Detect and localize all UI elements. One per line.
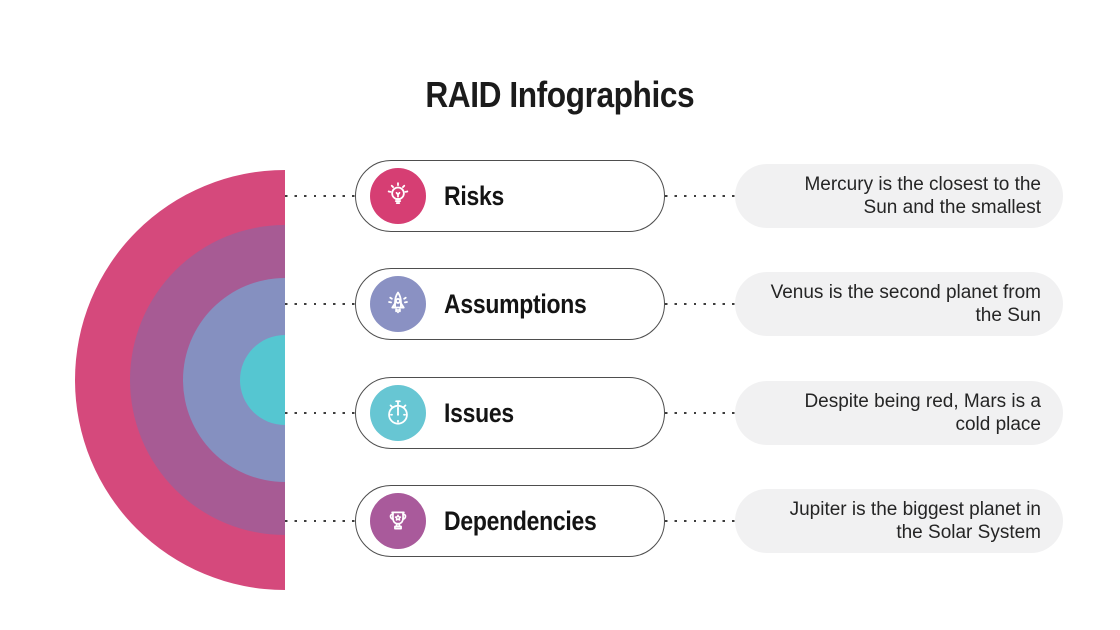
connector-dots: [665, 519, 735, 523]
issues-icon-badge: [370, 385, 426, 441]
risks-description-bubble: Mercury is the closest to the Sun and th…: [735, 164, 1063, 228]
risks-description: Mercury is the closest to the Sun and th…: [804, 174, 1041, 218]
dependencies-description: Jupiter is the biggest planet in the Sol…: [789, 499, 1041, 543]
connector-dots: [665, 411, 735, 415]
connector-dots: [665, 302, 735, 306]
assumptions-icon-badge: [370, 276, 426, 332]
connector-dots: [285, 411, 355, 415]
issues-label: Issues: [444, 397, 514, 428]
stopwatch-icon: [388, 400, 408, 425]
connector-dots: [665, 194, 735, 198]
dependencies-description-bubble: Jupiter is the biggest planet in the Sol…: [735, 489, 1063, 553]
risks-icon-badge: [370, 168, 426, 224]
assumptions-label: Assumptions: [444, 288, 587, 319]
dependencies-pill: Dependencies: [355, 485, 665, 557]
issues-pill: Issues: [355, 377, 665, 449]
issues-description: Despite being red, Mars is a cold place: [804, 391, 1041, 435]
raid-row-issues: Issues Despite being red, Mars is a cold…: [285, 377, 1063, 449]
raid-row-assumptions: Assumptions Venus is the second planet f…: [285, 268, 1063, 340]
rocket-icon: [388, 291, 408, 314]
assumptions-description: Venus is the second planet from the Sun: [770, 282, 1041, 326]
risks-label: Risks: [444, 180, 504, 211]
connector-dots: [285, 194, 355, 198]
dependencies-icon-badge: [370, 493, 426, 549]
dependencies-label: Dependencies: [444, 505, 597, 536]
connector-dots: [285, 519, 355, 523]
raid-row-dependencies: Dependencies Jupiter is the biggest plan…: [285, 485, 1063, 557]
page-title-text: RAID Infographics: [425, 74, 695, 115]
connector-dots: [285, 302, 355, 306]
lightbulb-icon: [387, 182, 409, 204]
page-title: RAID Infographics: [0, 74, 1120, 116]
issues-description-bubble: Despite being red, Mars is a cold place: [735, 381, 1063, 445]
assumptions-description-bubble: Venus is the second planet from the Sun: [735, 272, 1063, 336]
raid-row-risks: Risks Mercury is the closest to the Sun …: [285, 160, 1063, 232]
assumptions-pill: Assumptions: [355, 268, 665, 340]
trophy-icon: [389, 511, 407, 530]
risks-pill: Risks: [355, 160, 665, 232]
